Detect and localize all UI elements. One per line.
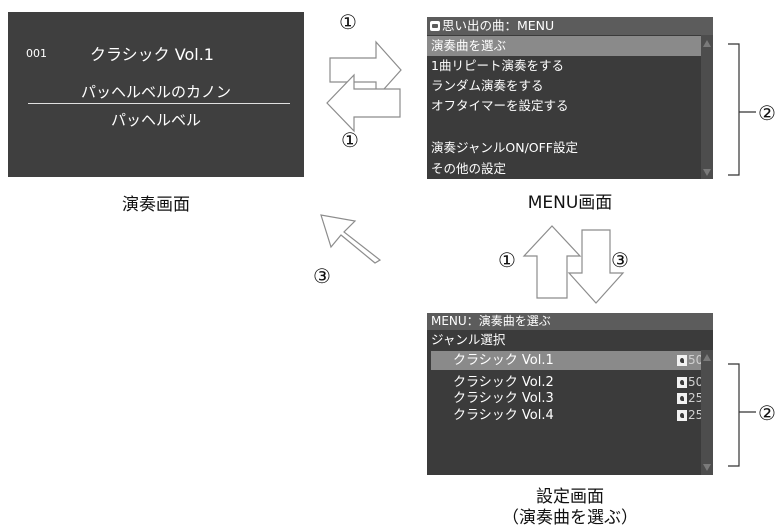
genre-row[interactable]: クラシック Vol.2 50 bbox=[431, 373, 704, 392]
marker-2-menu: ② bbox=[758, 101, 776, 125]
marker-1-top: ① bbox=[339, 10, 357, 34]
song-count: 25 bbox=[688, 391, 704, 405]
menu-screen: 思い出の曲：MENU 演奏曲を選ぶ 1曲リピート演奏をする ランダム演奏をする … bbox=[427, 17, 713, 179]
arrow-back-to-play bbox=[320, 214, 382, 264]
artist-name: パッヘルベル bbox=[110, 111, 201, 129]
select-screen-caption-2: （演奏曲を選ぶ） bbox=[502, 508, 638, 528]
arrow-to-menu bbox=[329, 40, 402, 100]
album-name: クラシック Vol.1 bbox=[90, 45, 214, 64]
play-screen-caption: 演奏画面 bbox=[122, 195, 190, 215]
menu-item-genre-toggle[interactable]: 演奏ジャンルON/OFF設定 bbox=[431, 140, 578, 155]
marker-2-select: ② bbox=[758, 401, 776, 425]
music-note-icon bbox=[677, 377, 687, 388]
marker-1-up: ① bbox=[498, 248, 516, 272]
menu-item-select-song[interactable]: 演奏曲を選ぶ bbox=[427, 36, 701, 56]
scroll-down-icon[interactable] bbox=[703, 464, 711, 471]
menu-screen-caption: MENU画面 bbox=[527, 193, 613, 213]
play-screen: 001 クラシック Vol.1 パッヘルベルのカノン パッヘルベル bbox=[8, 12, 304, 177]
genre-name: クラシック Vol.1 bbox=[453, 353, 554, 368]
genre-name: クラシック Vol.3 bbox=[453, 391, 554, 406]
scroll-up-icon[interactable] bbox=[703, 354, 711, 361]
arrow-down-to-select bbox=[567, 229, 625, 304]
music-note-icon bbox=[677, 410, 687, 421]
scroll-up-icon[interactable] bbox=[703, 40, 711, 47]
menu-scrollbar[interactable] bbox=[701, 35, 713, 179]
marker-1-bottom: ① bbox=[341, 128, 359, 152]
arrow-to-play bbox=[326, 73, 401, 133]
song-title: パッヘルベルのカノン bbox=[80, 83, 231, 101]
genre-name: クラシック Vol.4 bbox=[453, 408, 554, 423]
music-note-icon bbox=[677, 393, 687, 404]
genre-select-label: ジャンル選択 bbox=[431, 332, 506, 347]
marker-3-diag: ③ bbox=[313, 264, 331, 288]
genre-row[interactable]: クラシック Vol.4 25 bbox=[431, 406, 704, 425]
genre-name: クラシック Vol.2 bbox=[453, 375, 554, 390]
menu-bracket bbox=[728, 43, 740, 176]
menu-item-off-timer[interactable]: オフタイマーを設定する bbox=[431, 98, 569, 113]
arrow-up-to-menu bbox=[522, 225, 582, 299]
song-count: 50 bbox=[688, 353, 704, 367]
scroll-down-icon[interactable] bbox=[703, 169, 711, 176]
menu-header-title: 思い出の曲：MENU bbox=[442, 18, 555, 33]
menu-item-repeat[interactable]: 1曲リピート演奏をする bbox=[431, 58, 564, 73]
genre-row[interactable]: クラシック Vol.1 50 bbox=[431, 351, 704, 370]
track-number: 001 bbox=[26, 47, 47, 60]
song-count: 50 bbox=[688, 375, 704, 389]
genre-row[interactable]: クラシック Vol.3 25 bbox=[431, 389, 704, 408]
music-note-icon bbox=[677, 355, 687, 366]
menu-header: 思い出の曲：MENU bbox=[427, 17, 713, 35]
marker-3-down: ③ bbox=[611, 248, 629, 272]
select-header: MENU：演奏曲を選ぶ bbox=[427, 313, 713, 330]
select-screen: MENU：演奏曲を選ぶ ジャンル選択 クラシック Vol.1 50 クラシック … bbox=[427, 313, 713, 475]
menu-item-random[interactable]: ランダム演奏をする bbox=[431, 78, 544, 93]
menu-item-other-settings[interactable]: その他の設定 bbox=[431, 161, 507, 176]
select-bracket bbox=[728, 363, 740, 467]
select-scrollbar[interactable] bbox=[701, 350, 713, 475]
song-count: 25 bbox=[688, 408, 704, 422]
select-screen-caption-1: 設定画面 bbox=[536, 487, 604, 507]
memory-song-icon bbox=[430, 21, 440, 31]
divider bbox=[28, 103, 290, 104]
